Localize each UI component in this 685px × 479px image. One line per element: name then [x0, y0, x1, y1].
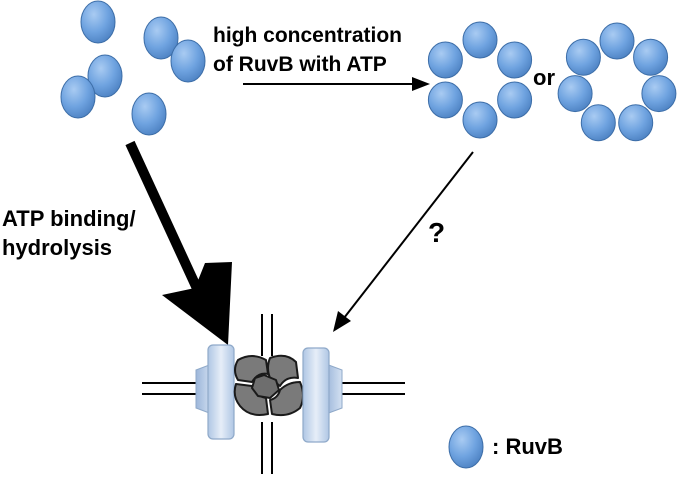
ruvb-subunit	[618, 104, 654, 142]
ruvb-monomer	[170, 39, 206, 83]
or-label: or	[533, 65, 555, 90]
ruvb-monomer	[80, 0, 116, 44]
ruvb-subunit	[633, 38, 669, 76]
ruvb-subunit	[557, 75, 593, 113]
ruvb-subunit	[580, 104, 616, 142]
ruvb-subunit	[497, 81, 533, 119]
ruvb-subunit	[599, 22, 635, 60]
ruvb-subunit	[427, 81, 463, 119]
high-concentration-label-line1: high concentration	[213, 24, 402, 47]
high-concentration-label-line2: of RuvB with ATP	[213, 53, 387, 76]
legend-ruvb-icon	[448, 425, 484, 469]
thick-arrow-atp	[125, 140, 232, 345]
ruvb-subunit	[497, 41, 533, 79]
ruvb-subunit	[462, 21, 498, 59]
legend-ruvb-label: : RuvB	[492, 434, 563, 459]
ruvb-monomer	[143, 16, 179, 60]
ruvb-monomers	[60, 0, 206, 136]
ruvb-subunit	[462, 101, 498, 139]
ruvb-clamp-left	[195, 344, 235, 440]
arrow-to-rings	[243, 77, 430, 91]
ruva-tetramer	[233, 354, 304, 417]
atp-binding-label-line1: ATP binding/	[2, 206, 136, 231]
unknown-pathway-question-mark: ?	[428, 217, 446, 248]
ruvb-monomer	[131, 92, 167, 136]
atp-binding-label-line2: hydrolysis	[2, 235, 113, 260]
ruvb-subunit	[427, 41, 463, 79]
ruvb-hexamer-ring	[427, 21, 533, 139]
ruvb-heptamer-ring	[557, 22, 677, 142]
ruvb-monomer	[60, 75, 96, 119]
ruvb-monomer	[87, 54, 123, 98]
arrow-from-rings	[333, 151, 474, 332]
ruvb-subunit	[565, 38, 601, 76]
ruvb-clamp-right	[302, 347, 343, 443]
ruvb-subunit	[641, 75, 677, 113]
